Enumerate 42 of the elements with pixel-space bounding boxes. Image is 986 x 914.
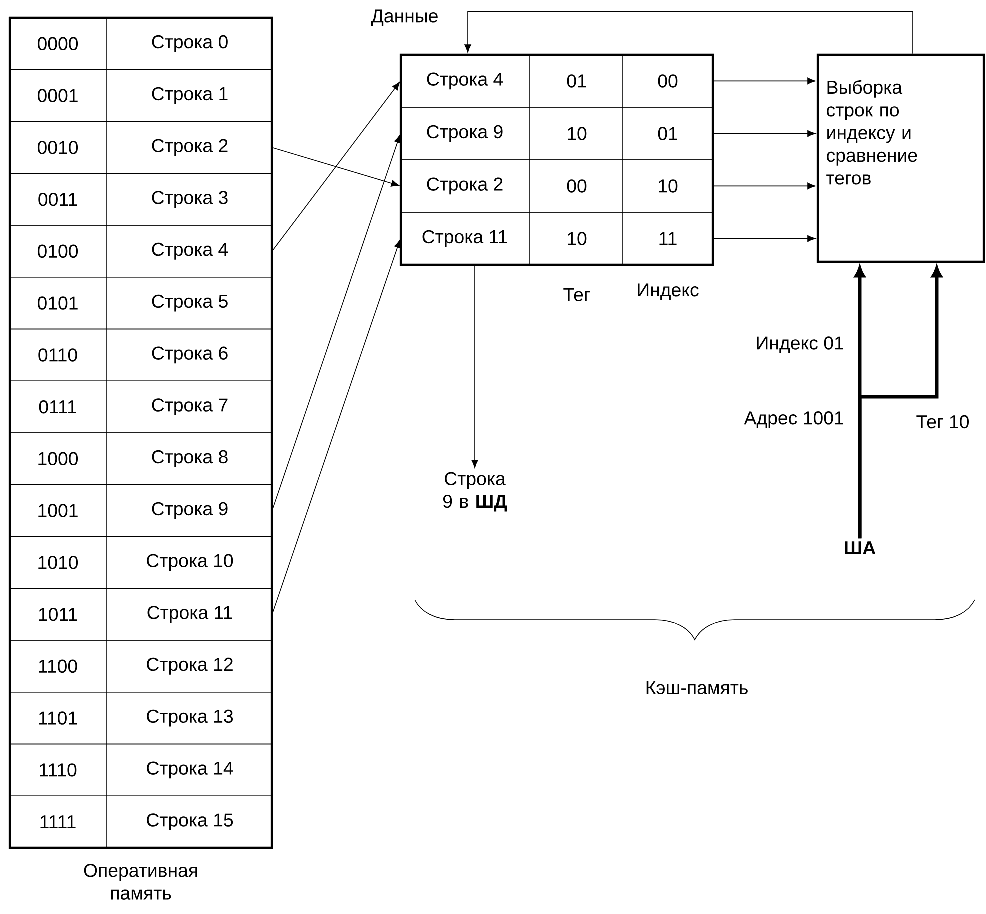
memory-row: 0111 Строка 7	[10, 380, 272, 434]
arrow	[272, 82, 400, 252]
cache-row: Строка 11 10 11	[400, 212, 714, 266]
memory-row: 0100 Строка 4	[10, 225, 272, 278]
memory-row: 1010 Строка 10	[10, 536, 272, 589]
column-label: Индекс	[638, 284, 699, 300]
arrow	[272, 240, 401, 615]
memory-row: 1111 Строка 15	[10, 796, 272, 848]
memory-row: 0000 Строка 0	[10, 18, 272, 70]
memory-row: 1110 Строка 14	[10, 744, 272, 796]
cache-row: Строка 4 01 00	[400, 54, 714, 108]
arrow	[712, 78, 816, 85]
memory-row: 1100 Строка 12	[10, 640, 272, 693]
memory-row: 1000 Строка 8	[10, 432, 272, 486]
memory-row: 1011 Строка 11	[10, 588, 272, 641]
arrow	[272, 147, 400, 187]
node-label: Оперативная память	[84, 864, 198, 900]
arrow	[464, 12, 914, 54]
cache-row: Строка 2 00 10	[400, 160, 714, 213]
edge-label: Тег 10	[914, 414, 972, 430]
arrow	[272, 134, 401, 512]
cache-row: Строка 9 10 01	[400, 107, 714, 160]
compare-box: Выборка строк по индексу и сравнение тегов	[816, 54, 986, 264]
output-text: Строка 9 в ШД	[443, 472, 508, 512]
memory-row: 1101 Строка 13	[10, 692, 272, 745]
arrow	[712, 130, 816, 138]
memory-row: 1001 Строка 9	[10, 484, 272, 538]
edge-label: Данные	[370, 8, 440, 28]
arrow	[472, 266, 478, 468]
memory-row: 0010 Строка 2	[10, 121, 272, 174]
edge-label: Индекс 01	[754, 335, 846, 355]
arrow	[712, 182, 816, 190]
brace-label: Кэш-память	[646, 682, 748, 695]
memory-row: 0011 Строка 3	[10, 173, 272, 226]
column-label: Тег	[564, 288, 590, 302]
cache-table	[400, 54, 714, 266]
memory-row: 0001 Строка 1	[10, 70, 272, 122]
bus-label: Адрес 1001	[744, 412, 844, 428]
bus-text: ША	[845, 542, 876, 554]
memory-row: 0110 Строка 6	[10, 328, 272, 382]
arrow	[712, 235, 816, 242]
memory-row: 0101 Строка 5	[10, 277, 272, 330]
